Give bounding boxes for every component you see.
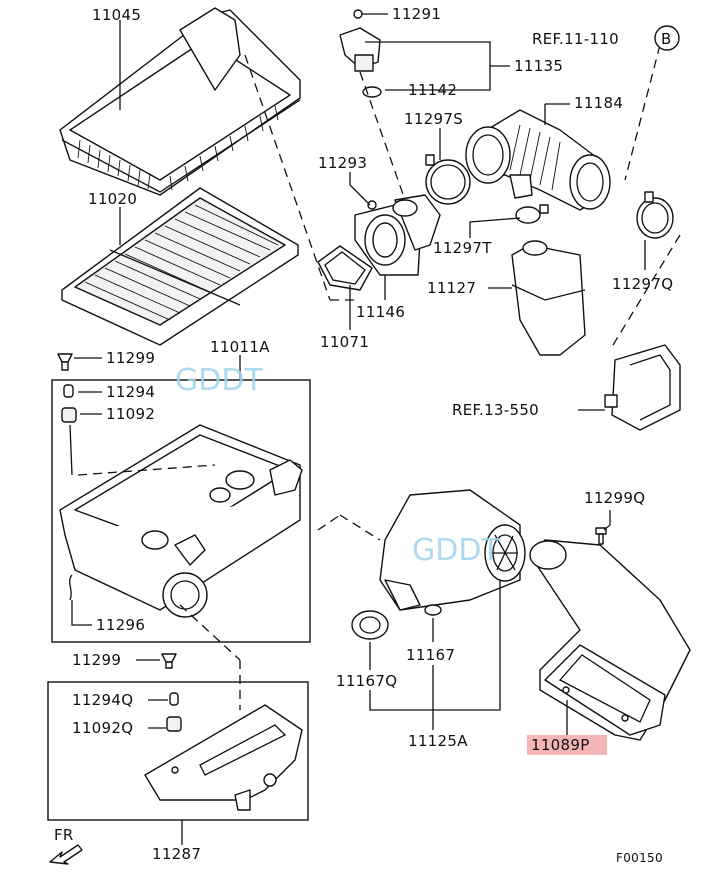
bushing-11294 [63, 384, 74, 398]
air-filter-element-11020 [61, 187, 299, 346]
bracket-11287 [144, 704, 303, 811]
ref-badge-circle [654, 25, 680, 51]
label-11299-mid: 11299 [72, 651, 121, 669]
resonator-11127 [511, 240, 586, 356]
label-11297s: 11297S [404, 110, 463, 128]
leader-lines [71, 13, 646, 845]
label-11142: 11142 [408, 81, 457, 99]
label-11089p: 11089P [531, 736, 590, 754]
label-11297q: 11297Q [612, 275, 673, 293]
label-11125a: 11125A [408, 732, 468, 750]
label-11296: 11296 [96, 616, 145, 634]
label-11184: 11184 [574, 94, 623, 112]
grommet-11092 [61, 407, 77, 423]
label-11127: 11127 [427, 279, 476, 297]
label-11293: 11293 [318, 154, 367, 172]
air-duct-11125a [379, 489, 526, 611]
clamp-11297q [636, 191, 674, 239]
bracket-group-box [47, 681, 309, 821]
label-11294q: 11294Q [72, 691, 133, 709]
bolt-11299 [57, 353, 73, 371]
seal-11167q [351, 610, 389, 640]
airflow-sensor-11135 [339, 9, 406, 201]
label-fr: FR [54, 826, 74, 844]
ref-13-550-part [604, 344, 681, 431]
housing-group-box [51, 379, 311, 643]
clamp-11297s [425, 154, 471, 205]
label-11092q: 11092Q [72, 719, 133, 737]
label-11146: 11146 [356, 303, 405, 321]
label-11020: 11020 [88, 190, 137, 208]
label-11011a: 11011A [210, 338, 270, 356]
label-11287: 11287 [152, 845, 201, 863]
watermark-2: GDDT [412, 533, 500, 568]
label-11299q: 11299Q [584, 489, 645, 507]
label-11045: 11045 [92, 6, 141, 24]
front-arrow-icon [49, 844, 83, 865]
label-11167q: 11167Q [336, 672, 397, 690]
highlight-11089p [527, 735, 607, 755]
diagram-code: F00150 [616, 851, 663, 865]
label-11294: 11294 [106, 383, 155, 401]
bushing-11294q [169, 692, 179, 706]
clamp-11297t [515, 204, 549, 224]
clip-11296 [69, 574, 73, 601]
gasket-11071 [317, 245, 373, 291]
label-ref-11-110: REF.11-110 [532, 30, 619, 48]
adaptor-11146 [354, 194, 441, 276]
label-11167: 11167 [406, 646, 455, 664]
intake-duct-11089p [529, 539, 691, 741]
bolt-11299-mid [161, 653, 177, 669]
ref-badge-letter: B [661, 30, 672, 48]
label-ref-13-550: REF.13-550 [452, 401, 539, 419]
bolt-11299q [595, 527, 607, 545]
air-hose-11184 [465, 109, 611, 211]
air-cleaner-cover-11045 [59, 7, 301, 196]
watermark-1: GDDT [175, 363, 263, 398]
grommet-11167 [424, 604, 442, 616]
grommet-11092q [166, 716, 182, 732]
label-11299-top: 11299 [106, 349, 155, 367]
label-11071: 11071 [320, 333, 369, 351]
label-11297t: 11297T [433, 239, 492, 257]
label-11135: 11135 [514, 57, 563, 75]
label-11291: 11291 [392, 5, 441, 23]
air-cleaner-housing-11011a [59, 424, 303, 618]
label-11092: 11092 [106, 405, 155, 423]
